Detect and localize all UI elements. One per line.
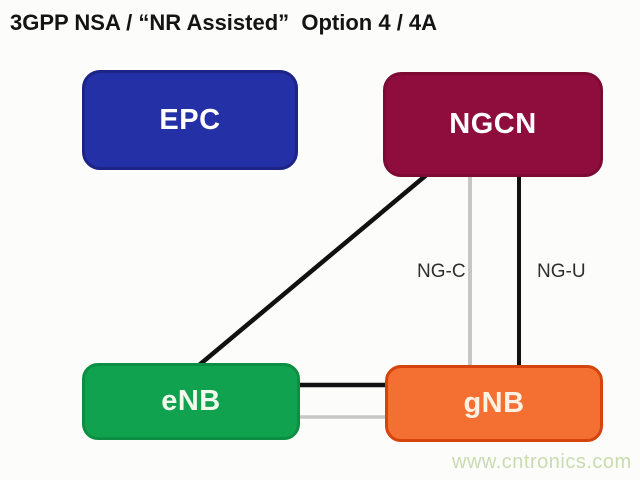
diagram-title: 3GPP NSA / “NR Assisted” Option 4 / 4A	[10, 10, 438, 35]
edge-label-ng-u: NG-U	[537, 261, 586, 282]
node-gnb-label: gNB	[463, 387, 525, 419]
node-ngcn: NGCN	[383, 72, 603, 177]
node-enb-label: eNB	[161, 385, 221, 417]
node-epc-label: EPC	[159, 103, 221, 136]
node-ngcn-label: NGCN	[449, 108, 537, 140]
node-enb: eNB	[82, 363, 300, 440]
node-gnb: gNB	[385, 365, 603, 442]
edge-ngcn-enb-line	[196, 170, 432, 368]
watermark-text: www.cntronics.com	[452, 451, 632, 473]
edge-label-ng-c: NG-C	[417, 261, 466, 282]
node-epc: EPC	[82, 70, 298, 170]
